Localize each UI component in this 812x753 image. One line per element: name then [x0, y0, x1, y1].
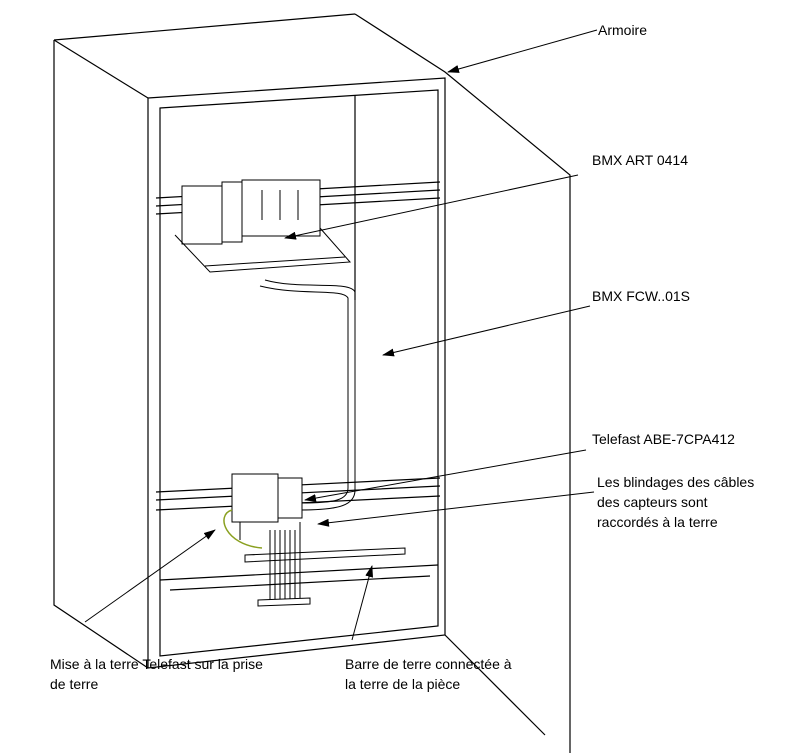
callout-lines	[84, 29, 598, 641]
label-ground-bar-line2: la terre de la pièce	[345, 676, 461, 692]
cable-arrow	[382, 305, 591, 357]
label-ground-telefast-line1: Mise à la terre Telefast sur la prise	[50, 656, 263, 672]
label-module: BMX ART 0414	[592, 152, 688, 168]
label-ground-bar: Barre de terre connectée à la terre de l…	[345, 654, 512, 694]
label-ground-telefast: Mise à la terre Telefast sur la prise de…	[50, 654, 263, 694]
label-ground-telefast-line2: de terre	[50, 676, 99, 692]
ground-bar-arrow	[351, 565, 373, 641]
label-shield-line1: Les blindages des câbles	[597, 474, 755, 490]
ground-bar	[244, 530, 406, 607]
module-arrow	[284, 174, 579, 240]
label-ground-bar-line1: Barre de terre connectée à	[345, 656, 512, 672]
bmx-art-module	[174, 179, 352, 273]
label-shield-line3: raccordés à la terre	[597, 514, 718, 530]
label-armoire: Armoire	[598, 22, 648, 38]
ground-telefast-arrow	[84, 529, 216, 623]
label-shield: Les blindages des câbles des capteurs so…	[597, 472, 754, 532]
label-cable: BMX FCW..01S	[592, 288, 691, 304]
label-telefast: Telefast ABE-7CPA412	[592, 431, 735, 447]
label-shield-line2: des capteurs sont	[597, 494, 708, 510]
shield-arrow	[317, 491, 595, 527]
telefast-arrow	[304, 449, 587, 503]
bmx-fcw-cable	[259, 279, 356, 511]
ground-wire	[223, 509, 263, 549]
telefast-block	[231, 473, 303, 540]
cabinet	[53, 13, 571, 753]
armoire-arrow	[447, 29, 598, 73]
